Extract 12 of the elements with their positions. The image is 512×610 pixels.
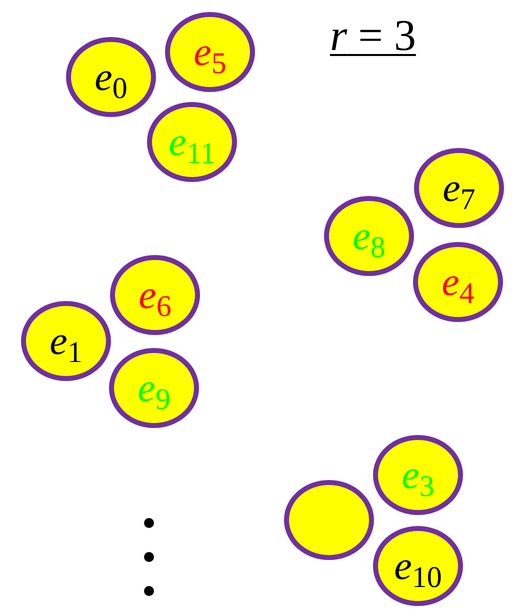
title: r = 3 [330,10,416,62]
node-label: e$_{7}$ [442,168,476,208]
node-label: e$_{5}$ [194,32,226,72]
node-label: e$_{11}$ [168,122,216,162]
node-label: e$_{3}$ [402,455,434,495]
node-label: e$_{4}$ [442,262,474,302]
node-label: e$_{9}$ [138,368,170,408]
node-label: e$_{10}$ [394,546,442,586]
node-label: e$_{0}$ [94,57,128,97]
node-label: e$_{6}$ [138,275,172,315]
node-label: e$_{1}$ [50,321,82,361]
node-label: e$_{8}$ [352,216,386,256]
